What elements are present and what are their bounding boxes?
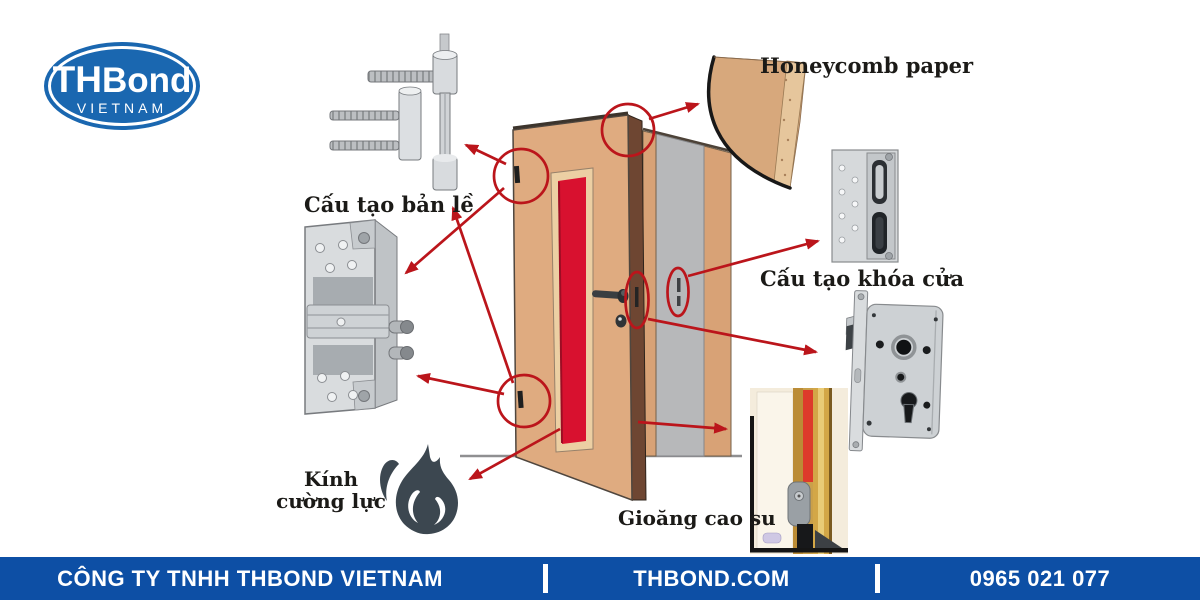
honeycomb-paper-illustration — [706, 55, 807, 190]
footer-bar: CÔNG TY TNHH THBOND VIETNAM THBOND.COM 0… — [0, 557, 1200, 600]
label-honeycomb: Honeycomb paper — [760, 53, 974, 78]
label-gasket: Gioăng cao su — [618, 506, 776, 530]
label-lock: Cấu tạo khóa cửa — [760, 266, 964, 291]
hinge-plate-illustration — [304, 218, 414, 415]
door-leaf-illustration — [512, 111, 647, 502]
thbond-logo: THBond VIETNAM — [44, 42, 200, 130]
annotation-arrows — [404, 102, 821, 481]
hinge-barrel-illustration — [329, 33, 458, 191]
label-glass-line1: Kính — [303, 467, 359, 491]
flame-icon — [380, 444, 459, 535]
strike-plate-illustration — [831, 149, 899, 263]
tempered-glass-panel — [558, 177, 586, 444]
logo-ring — [48, 46, 196, 126]
footer-divider-1 — [543, 564, 548, 593]
label-glass-line2: cường lực — [276, 489, 386, 514]
mortise-lock-illustration — [845, 290, 944, 452]
footer-divider-2 — [875, 564, 880, 593]
footer-website: THBOND.COM — [633, 566, 790, 591]
label-glass: Kính cường lực — [272, 468, 390, 513]
label-hinge: Cấu tạo bản lề — [304, 192, 474, 217]
annotation-circles — [492, 102, 690, 429]
gasket-photo-illustration — [750, 388, 848, 554]
footer-phone: 0965 021 077 — [969, 566, 1111, 591]
gasket-strip — [803, 390, 813, 482]
footer-company: CÔNG TY TNHH THBOND VIETNAM — [57, 566, 443, 591]
door-frame-illustration — [642, 127, 732, 457]
